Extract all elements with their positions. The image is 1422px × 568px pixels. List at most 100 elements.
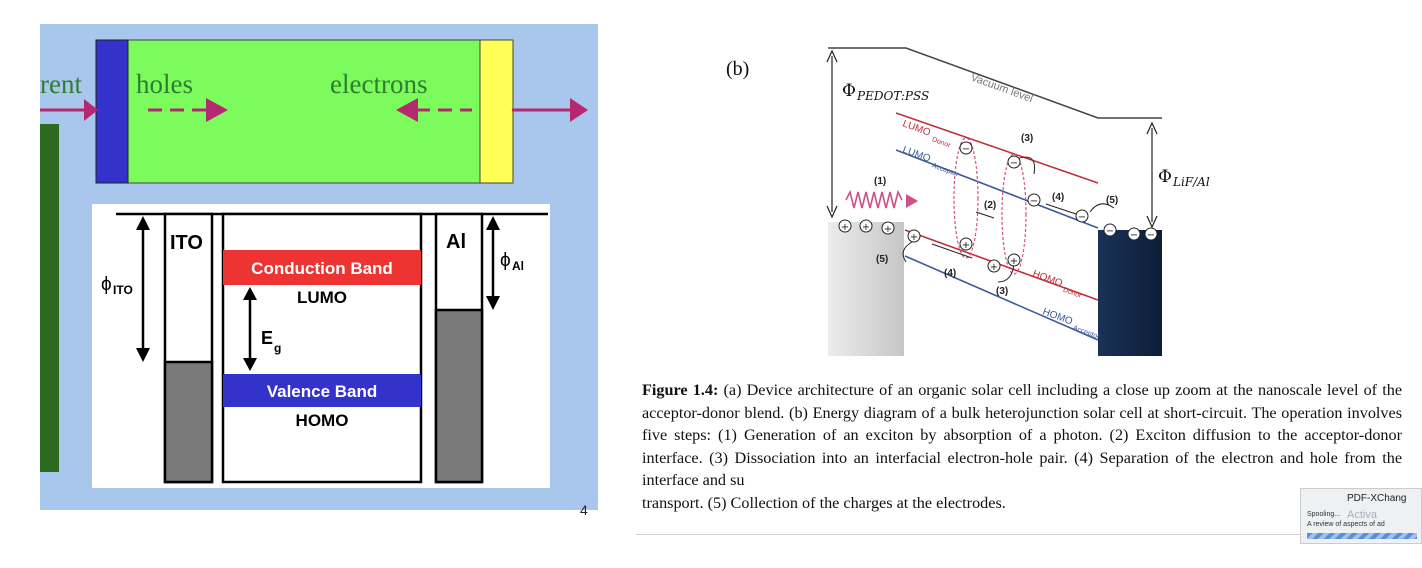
phi-al-arrow-bottom bbox=[486, 296, 500, 310]
lumo-label: LUMO bbox=[297, 288, 347, 307]
dark-green-side-bar bbox=[40, 124, 59, 472]
caption-text-end: transport. (5) Collection of the charges… bbox=[642, 493, 1006, 512]
lumo-acceptor-line bbox=[895, 149, 1099, 229]
lumo-acceptor-label: LUMO bbox=[901, 144, 932, 164]
phi-al-arrow-top bbox=[486, 216, 500, 230]
phi-lif-arrow-bottom bbox=[1146, 215, 1158, 229]
current-arrow-out-head bbox=[570, 98, 588, 122]
step-3a-label: (3) bbox=[1021, 133, 1033, 144]
step-3b-label: (3) bbox=[996, 286, 1008, 297]
caption-text: (a) Device architecture of an organic so… bbox=[642, 381, 1403, 490]
photon-arrow-head bbox=[906, 194, 918, 208]
hole-charge-symbol: + bbox=[962, 240, 970, 251]
current-arrow-in-head bbox=[84, 99, 98, 121]
hole-charge-symbol: + bbox=[990, 262, 998, 273]
popup-title: PDF-XChang bbox=[1347, 493, 1407, 504]
conduction-band bbox=[223, 250, 421, 285]
lumo-donor-sub: Donor bbox=[931, 136, 952, 149]
step-5a-curve-arrow bbox=[1089, 203, 1115, 213]
step-1-label: (1) bbox=[874, 176, 886, 187]
hole-charge-symbol: + bbox=[910, 232, 918, 243]
current-label: rent bbox=[40, 69, 82, 99]
step-3b-curve-arrow bbox=[997, 263, 1015, 283]
lumo-donor-line bbox=[895, 112, 1099, 184]
figure-part-label: (b) bbox=[726, 58, 750, 80]
al-fermi-fill bbox=[434, 308, 484, 484]
step-4a-arrow bbox=[1045, 203, 1077, 215]
step-2-label: (2) bbox=[984, 200, 996, 211]
eg-arrow-top bbox=[243, 287, 257, 300]
vacuum-level-line bbox=[828, 47, 1162, 119]
homo-label: HOMO bbox=[296, 411, 349, 430]
phi-ito-subscript: ITO bbox=[113, 283, 133, 297]
homo-donor-line bbox=[904, 229, 1099, 301]
electron-charge-symbol: − bbox=[962, 144, 970, 155]
phi-lif-symbol: Φ bbox=[1158, 167, 1172, 187]
step-5a-label: (5) bbox=[1106, 195, 1118, 206]
homo-acceptor-label-group: HOMO Acceptor bbox=[1041, 306, 1101, 341]
cathode-electrode bbox=[479, 39, 514, 184]
homo-acceptor-line bbox=[904, 255, 1099, 341]
holes-arrow-head bbox=[206, 98, 228, 122]
eg-subscript: g bbox=[274, 341, 281, 355]
phi-al-symbol: ϕ bbox=[500, 250, 511, 271]
step-4a-label: (4) bbox=[1052, 192, 1064, 203]
popup-progress-bar bbox=[1307, 533, 1417, 539]
electron-charge-symbol: − bbox=[1147, 230, 1155, 241]
homo-donor-label-group: HOMO Donor bbox=[1031, 268, 1083, 300]
lumo-donor-label: LUMO bbox=[901, 118, 932, 138]
phi-ito-arrow-bottom bbox=[136, 348, 150, 362]
popup-document-name: A review of aspects of ad bbox=[1307, 521, 1385, 528]
lumo-acceptor-sub: Acceptor bbox=[931, 162, 960, 178]
homo-acceptor-label: HOMO bbox=[1041, 306, 1074, 327]
step-5b-label: (5) bbox=[876, 254, 888, 265]
exciton-ellipse-2 bbox=[1001, 153, 1027, 275]
holes-label: holes bbox=[136, 69, 193, 99]
popup-activate-overlay: Activa bbox=[1347, 509, 1377, 521]
popup-status: Spooling... bbox=[1307, 511, 1341, 518]
caption-label: Figure 1.4: bbox=[642, 381, 719, 399]
ito-fermi-fill bbox=[163, 360, 214, 484]
anode-block bbox=[828, 222, 904, 356]
electron-charges: − − − − − − − bbox=[959, 141, 1158, 241]
step-4b-label: (4) bbox=[944, 268, 956, 279]
hole-charge-symbol: + bbox=[1010, 256, 1018, 267]
electron-charge-symbol: − bbox=[1030, 196, 1038, 207]
hole-charge-symbol: + bbox=[841, 222, 849, 233]
phi-pedot-subscript: PEDOT:PSS bbox=[856, 89, 929, 103]
valence-band-label: Valence Band bbox=[267, 382, 378, 401]
step-2-arrow bbox=[975, 211, 995, 219]
phi-al-subscript: Al bbox=[512, 259, 524, 273]
hole-charges: + + + + + + + bbox=[838, 219, 1021, 273]
homo-donor-sub: Donor bbox=[1062, 287, 1083, 300]
slide-page-mark: 4 bbox=[580, 502, 588, 518]
cathode-block bbox=[1098, 230, 1162, 356]
phi-pedot-symbol: Φ bbox=[842, 81, 856, 101]
step-4b-arrow bbox=[931, 243, 973, 259]
phi-ito-arrow-top bbox=[136, 216, 150, 230]
eg-arrow-bottom bbox=[243, 358, 257, 371]
phi-pedot-arrow-bottom bbox=[826, 205, 838, 219]
phi-pedot-arrow-top bbox=[826, 49, 838, 63]
electrons-label: electrons bbox=[330, 69, 427, 99]
hole-charge-symbol: + bbox=[884, 224, 892, 235]
exciton-ellipse-1 bbox=[953, 137, 979, 259]
electrons-arrow-head bbox=[396, 98, 418, 122]
homo-donor-label: HOMO bbox=[1031, 268, 1064, 289]
print-spooler-notification[interactable]: PDF-XChang Spooling... Activa A review o… bbox=[1300, 488, 1422, 544]
electron-charge-symbol: − bbox=[1130, 230, 1138, 241]
figure-caption: Figure 1.4: (a) Device architecture of a… bbox=[642, 379, 1402, 515]
electron-charge-symbol: − bbox=[1106, 226, 1114, 237]
step-5b-curve-arrow bbox=[902, 241, 913, 263]
homo-acceptor-sub: Acceptor bbox=[1072, 325, 1101, 341]
phi-lif-arrow-top bbox=[1146, 121, 1158, 135]
page-bottom-divider bbox=[636, 534, 1422, 535]
electron-charge-symbol: − bbox=[1078, 212, 1086, 223]
eg-symbol: E bbox=[261, 328, 273, 348]
vacuum-level-label: Vacuum level bbox=[969, 72, 1034, 106]
lumo-acceptor-label-group: LUMO Acceptor bbox=[901, 144, 960, 178]
ito-label: ITO bbox=[170, 232, 203, 254]
valence-band bbox=[223, 374, 421, 407]
left-slide-figure: rent holes electrons ITO ϕ ITO Conductio… bbox=[40, 24, 598, 518]
